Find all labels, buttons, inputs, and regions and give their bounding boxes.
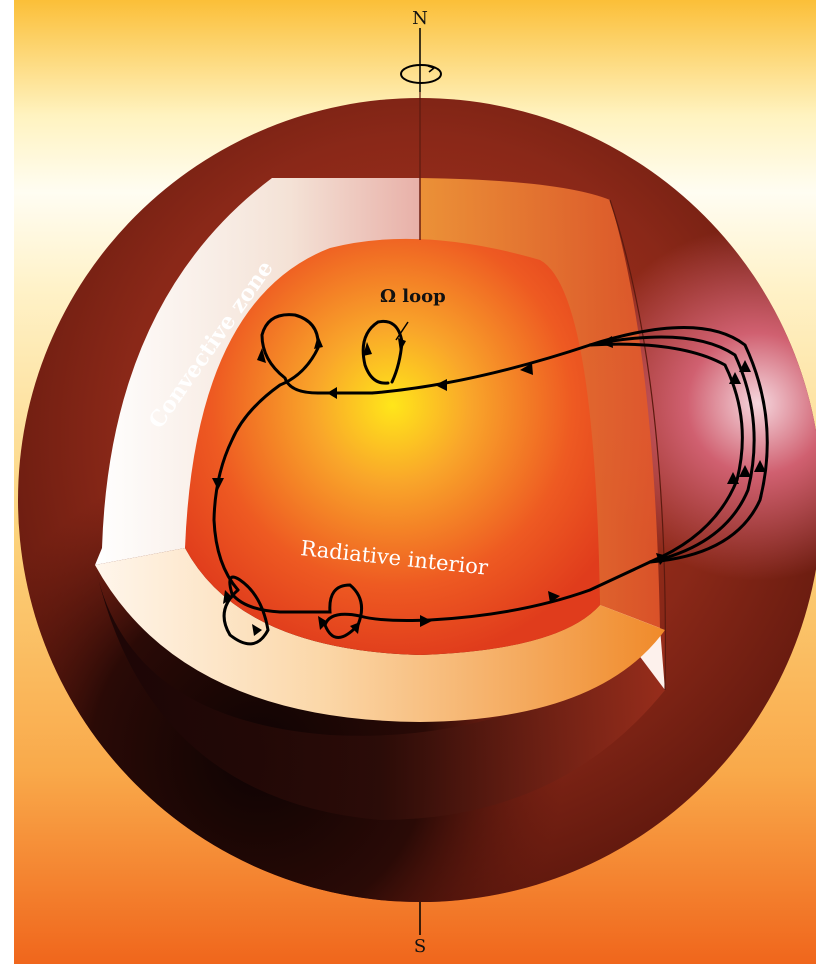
omega-loop-label: Ω loop <box>380 286 446 307</box>
left-margin <box>0 0 14 964</box>
north-label: N <box>412 8 428 29</box>
south-label: S <box>414 936 426 957</box>
